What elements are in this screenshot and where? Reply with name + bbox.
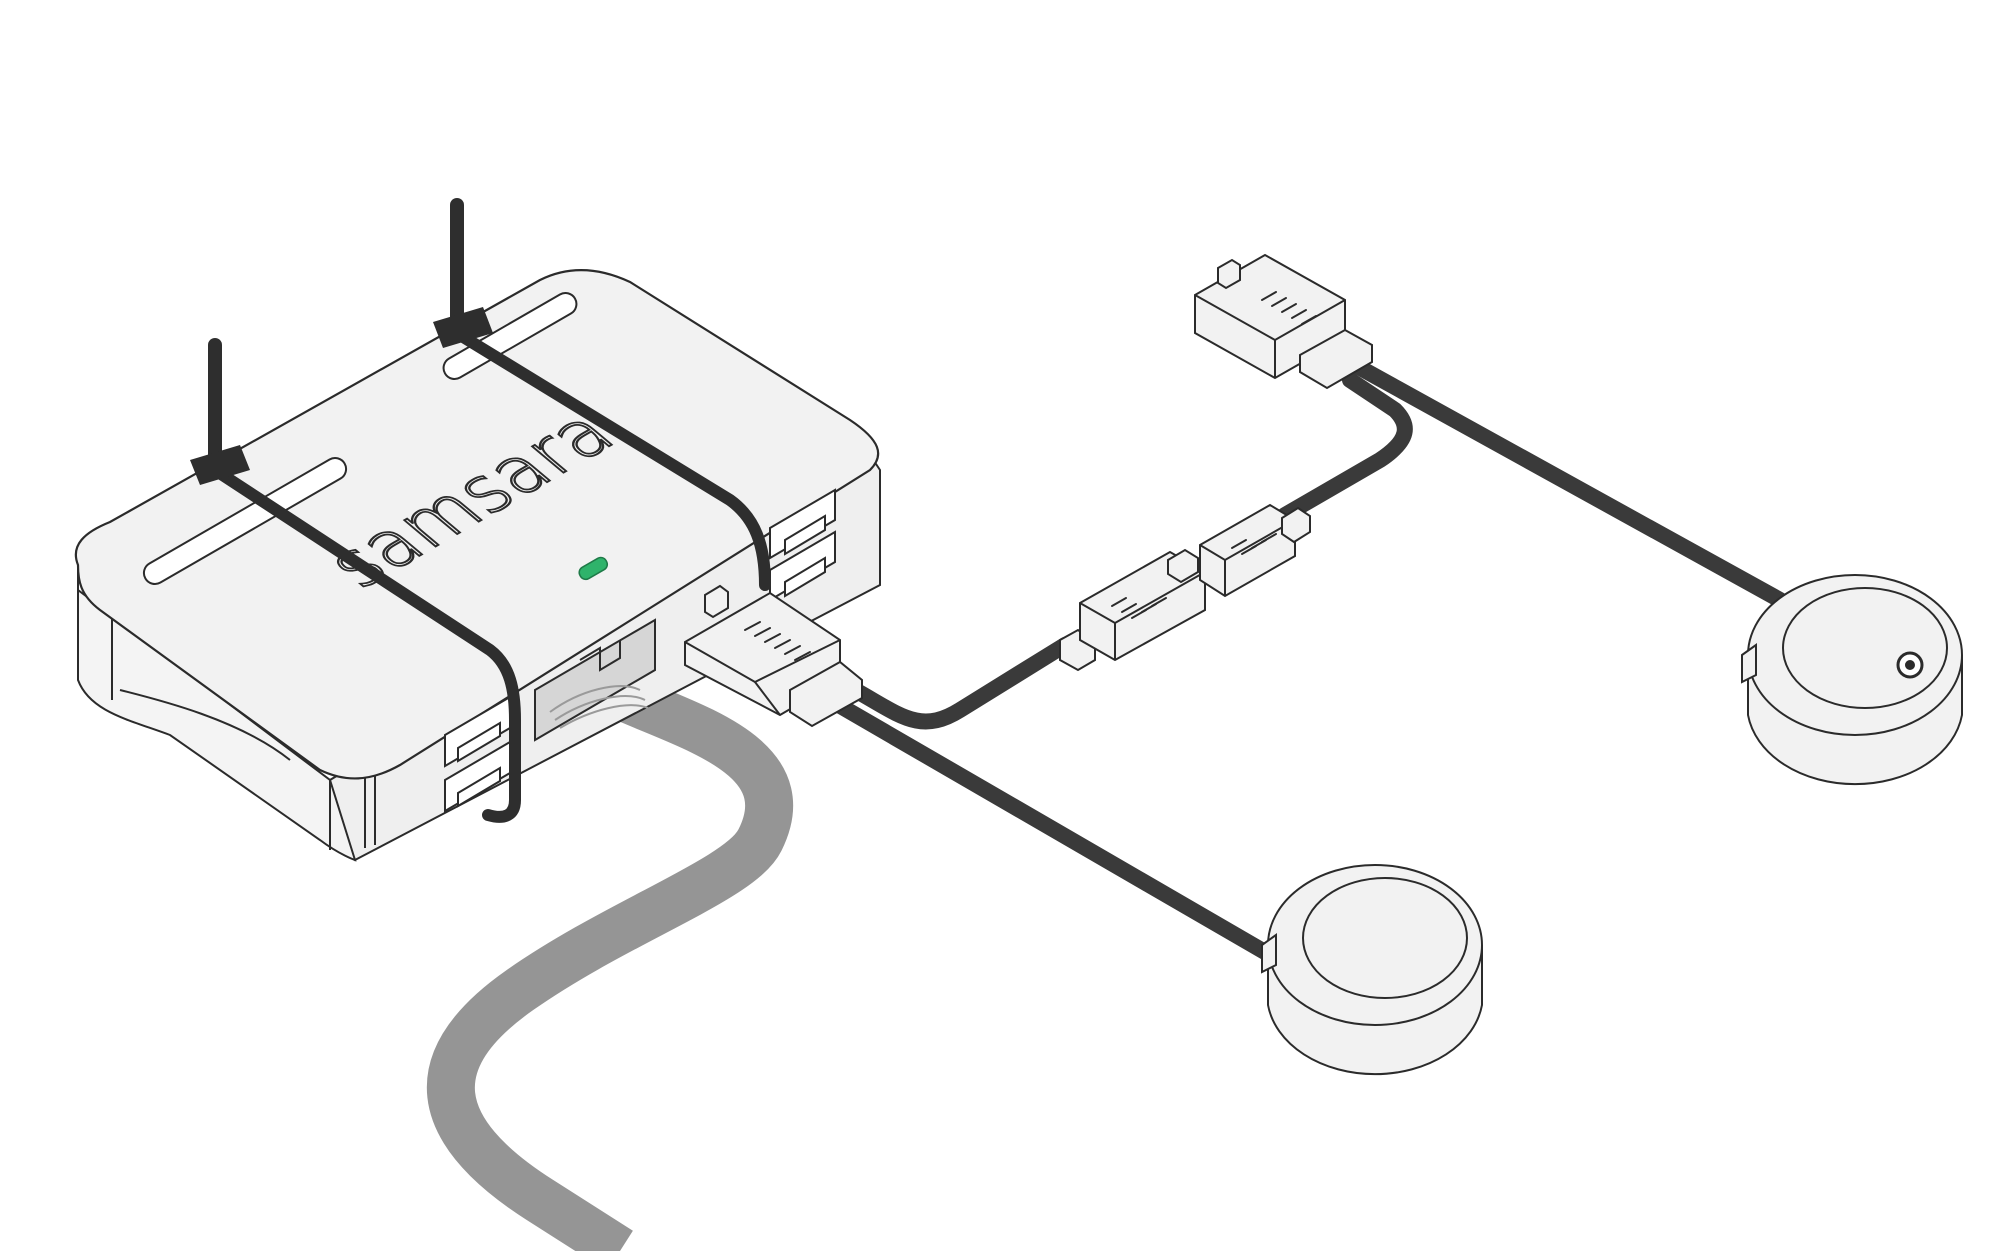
mounting-slot-right xyxy=(442,292,578,380)
gateway: samsara xyxy=(74,269,881,862)
sensor-cable-upper xyxy=(1347,357,1788,608)
button-icon xyxy=(1896,651,1924,679)
port-group-left xyxy=(444,695,511,813)
zip-tie xyxy=(433,198,771,591)
harness-cable xyxy=(426,677,794,1256)
sensor-puck-with-button xyxy=(1741,574,1963,786)
sensor-puck xyxy=(1261,864,1483,1076)
port-group-right xyxy=(769,488,836,602)
inline-connector xyxy=(1059,503,1311,672)
zip-tie xyxy=(190,338,521,823)
mounting-slot-left xyxy=(142,457,348,585)
harness-port xyxy=(534,618,656,742)
rj-connector xyxy=(684,584,863,728)
sensor-cable-main xyxy=(847,372,1413,730)
sensor-cable-lower xyxy=(822,692,1278,963)
status-led xyxy=(578,556,609,581)
rj-connector xyxy=(1194,253,1373,390)
